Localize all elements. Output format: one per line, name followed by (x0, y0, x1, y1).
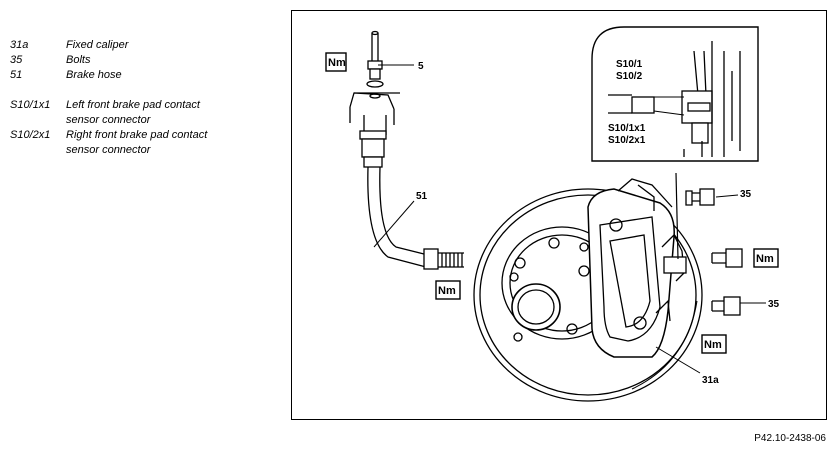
brake-diagram: 5 51 35 35 31a S10/1 S10/2 S10/1x1 S10/2… (325, 26, 780, 402)
legend-text: Right front brake pad contact sensor con… (66, 128, 280, 158)
legend-row-31a: 31a Fixed caliper (10, 38, 280, 53)
brake-diagram-figure: 5 51 35 35 31a S10/1 S10/2 S10/1x1 S10/2… (291, 10, 827, 420)
figure-code: P42.10-2438-06 (754, 433, 826, 444)
fixed-caliper (579, 178, 687, 358)
legend-code: S10/2x1 (10, 129, 51, 141)
legend-code: 51 (10, 69, 23, 81)
torque-box-hose (435, 280, 461, 300)
callout-5: 5 (418, 61, 424, 72)
leader-line-31a (655, 346, 701, 374)
brake-hose-assembly (349, 30, 464, 270)
legend-text: Bolts (66, 54, 91, 66)
callout-31a: 31a (702, 375, 719, 386)
torque-label: Nm (704, 339, 722, 351)
leader-line-35-upper (715, 194, 739, 198)
bolt-lower (711, 296, 741, 316)
callout-s10-2: S10/2 (616, 71, 643, 82)
leader-line-s10-lower (653, 110, 685, 116)
callout-s10-2x1: S10/2x1 (608, 135, 646, 146)
sensor-connector-inset (591, 26, 759, 162)
leader-line-51 (373, 200, 415, 248)
legend-text: Fixed caliper (66, 39, 129, 51)
torque-label: Nm (438, 285, 456, 297)
legend: 31a Fixed caliper 35 Bolts 51 Brake hose… (10, 38, 280, 158)
legend-code: S10/1x1 (10, 99, 51, 111)
legend-text-line2: sensor connector (66, 114, 151, 126)
legend-text-line2: sensor connector (66, 144, 151, 156)
bolt-middle (711, 248, 743, 268)
torque-label: Nm (328, 57, 346, 69)
legend-row-s10-1x1: S10/1x1 Left front brake pad contact sen… (10, 98, 280, 128)
sensor-wire (675, 172, 679, 260)
legend-text: Left front brake pad contact sensor conn… (66, 98, 280, 128)
legend-text-line1: Right front brake pad contact (66, 129, 208, 141)
callout-s10-1x1: S10/1x1 (608, 123, 646, 134)
legend-row-s10-2x1: S10/2x1 Right front brake pad contact se… (10, 128, 280, 158)
legend-text-line1: Left front brake pad contact (66, 99, 200, 111)
torque-box-middle-bolt (753, 248, 779, 268)
legend-code: 31a (10, 39, 29, 51)
torque-box-lower-bolt (701, 334, 727, 354)
torque-label: Nm (756, 253, 774, 265)
bolt-upper (685, 188, 715, 206)
legend-spacer (10, 83, 280, 98)
callout-35-upper: 35 (740, 189, 752, 200)
legend-code: 35 (10, 54, 23, 66)
callout-s10-1: S10/1 (616, 59, 643, 70)
legend-text: Brake hose (66, 69, 122, 81)
callout-35-lower: 35 (768, 299, 780, 310)
callout-51: 51 (416, 191, 428, 202)
legend-row-35: 35 Bolts (10, 53, 280, 68)
legend-row-51: 51 Brake hose (10, 68, 280, 83)
torque-box-hose-top (325, 52, 347, 72)
